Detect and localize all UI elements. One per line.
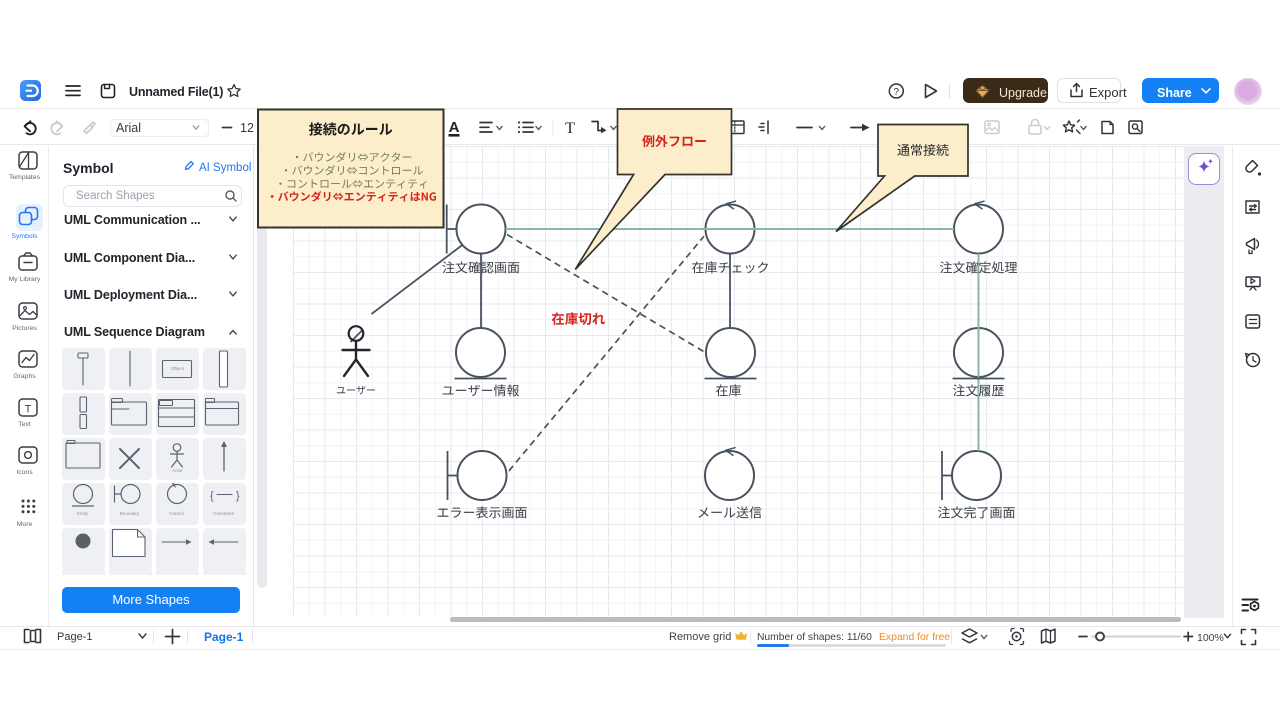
- svg-text:T: T: [565, 120, 575, 137]
- svg-text:T: T: [25, 404, 32, 416]
- svg-text:}: }: [236, 490, 240, 502]
- svg-text:A: A: [449, 119, 460, 136]
- svg-text:?: ?: [894, 87, 900, 98]
- svg-text:{: {: [210, 490, 214, 502]
